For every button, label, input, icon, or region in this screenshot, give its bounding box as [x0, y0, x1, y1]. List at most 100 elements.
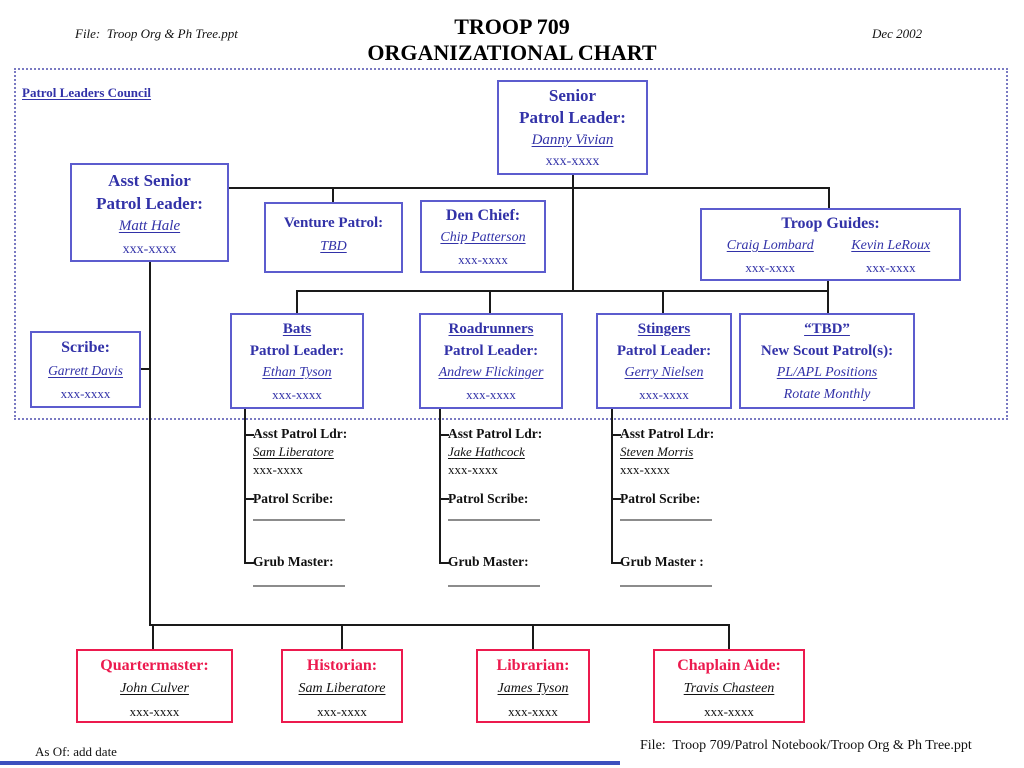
person-name: James Tyson: [497, 681, 569, 696]
person-name: Danny Vivian: [531, 132, 614, 148]
phone: xxx-xxxx: [122, 242, 177, 257]
connector: [532, 624, 534, 649]
patrol-leaders-council-region: [14, 68, 1008, 420]
phone: xxx-xxxx: [508, 704, 558, 719]
connector: [244, 409, 246, 564]
phone: xxx-xxxx: [272, 387, 322, 402]
chaplain-aide-box: Chaplain Aide: Travis Chasteen xxx-xxxx: [653, 649, 805, 723]
role-title: Scribe:: [61, 339, 110, 356]
role-title: New Scout Patrol(s):: [760, 343, 894, 359]
connector: [439, 498, 449, 500]
blank-fill-line: [253, 519, 345, 521]
phone: xxx-xxxx: [745, 260, 796, 275]
troop-guides-box: Troop Guides: Craig Lombard xxx-xxxx Kev…: [700, 208, 961, 281]
venture-patrol-box: Venture Patrol: TBD: [264, 202, 403, 273]
patrol-detail-column-stingers: Asst Patrol Ldr: Steven Morris xxx-xxxx …: [620, 423, 740, 598]
note: Rotate Monthly: [783, 387, 871, 402]
patrol-detail-column-roadrunners: Asst Patrol Ldr: Jake Hathcock xxx-xxxx …: [448, 423, 568, 598]
role-title: Patrol Leader:: [443, 343, 539, 359]
connector: [244, 434, 254, 436]
person-name: Sam Liberatore: [253, 444, 334, 459]
person-name: Matt Hale: [118, 218, 181, 234]
connector: [149, 624, 730, 626]
librarian-box: Librarian: James Tyson xxx-xxxx: [476, 649, 590, 723]
role-title: Historian:: [306, 657, 378, 674]
patrol-detail-column-bats: Asst Patrol Ldr: Sam Liberatore xxx-xxxx…: [253, 423, 373, 598]
role-title: Senior: [548, 86, 597, 105]
troop-guide-member: Kevin LeRoux xxx-xxxx: [831, 235, 952, 279]
connector: [439, 434, 449, 436]
role-title: Venture Patrol:: [283, 215, 384, 231]
phone: xxx-xxxx: [60, 386, 111, 401]
role-title: Patrol Leader:: [519, 108, 626, 127]
den-chief-box: Den Chief: Chip Patterson xxx-xxxx: [420, 200, 546, 273]
patrol-name: Bats: [282, 321, 312, 337]
asst-patrol-ldr-label: Asst Patrol Ldr:: [253, 426, 348, 441]
grub-master-label: Grub Master:: [448, 554, 529, 569]
connector: [662, 290, 664, 313]
person-name: TBD: [320, 239, 347, 254]
phone: xxx-xxxx: [448, 462, 498, 477]
connector: [611, 434, 621, 436]
person-name: Garrett Davis: [48, 363, 123, 378]
header-file-reference: File: Troop Org & Ph Tree.ppt: [75, 26, 238, 41]
connector: [572, 175, 574, 292]
blank-fill-line: [620, 519, 712, 521]
connector: [244, 562, 254, 564]
bottom-accent-bar: [0, 761, 620, 765]
connector: [611, 409, 613, 564]
role-title: Patrol Leader:: [249, 343, 345, 359]
person-name: Gerry Nielsen: [624, 365, 704, 380]
connector: [611, 562, 621, 564]
phone: xxx-xxxx: [620, 462, 670, 477]
troop-guide-member: Craig Lombard xxx-xxxx: [710, 235, 831, 279]
person-name: PL/APL Positions: [776, 365, 878, 380]
phone: xxx-xxxx: [704, 704, 754, 719]
person-name: Travis Chasteen: [683, 681, 775, 696]
patrol-box-roadrunners: Roadrunners Patrol Leader: Andrew Flicki…: [419, 313, 563, 409]
page-title-line2: ORGANIZATIONAL CHART: [367, 40, 657, 65]
phone: xxx-xxxx: [466, 387, 516, 402]
connector: [728, 624, 730, 649]
connector: [149, 262, 151, 625]
connector: [611, 498, 621, 500]
person-name: Steven Morris: [620, 444, 694, 459]
historian-box: Historian: Sam Liberatore xxx-xxxx: [281, 649, 403, 723]
connector: [341, 624, 343, 649]
patrol-box-stingers: Stingers Patrol Leader: Gerry Nielsen xx…: [596, 313, 732, 409]
blank-fill-line: [253, 585, 345, 587]
as-of-date-note: As Of: add date: [35, 744, 117, 759]
person-name: Kevin LeRoux: [851, 238, 931, 253]
connector: [439, 562, 449, 564]
footer-file-reference: File: Troop 709/Patrol Notebook/Troop Or…: [640, 738, 972, 753]
page-title-line1: TROOP 709: [454, 14, 570, 39]
patrol-name: “TBD”: [804, 321, 850, 337]
scribe-box: Scribe: Garrett Davis xxx-xxxx: [30, 331, 141, 408]
role-title: Patrol Leader:: [96, 194, 203, 213]
grub-master-label: Grub Master:: [253, 554, 334, 569]
connector: [332, 187, 334, 202]
connector: [296, 290, 298, 313]
connector: [296, 290, 829, 292]
connector: [827, 281, 829, 313]
header-date: Dec 2002: [872, 26, 923, 41]
patrol-name: Stingers: [637, 321, 691, 337]
connector: [439, 409, 441, 564]
connector: [244, 498, 254, 500]
person-name: Sam Liberatore: [298, 681, 386, 696]
connector: [229, 187, 830, 189]
patrol-box-bats: Bats Patrol Leader: Ethan Tyson xxx-xxxx: [230, 313, 364, 409]
patrol-box-new-scout-tbd: “TBD” New Scout Patrol(s): PL/APL Positi…: [739, 313, 915, 409]
person-name: Ethan Tyson: [262, 365, 332, 380]
blank-fill-line: [448, 585, 540, 587]
page-title: TROOP 709 ORGANIZATIONAL CHART: [0, 14, 1024, 66]
role-title: Troop Guides:: [781, 215, 880, 232]
blank-fill-line: [620, 585, 712, 587]
role-title: Den Chief:: [445, 207, 521, 224]
senior-patrol-leader-box: Senior Patrol Leader: Danny Vivian xxx-x…: [497, 80, 648, 175]
phone: xxx-xxxx: [129, 704, 180, 719]
person-name: Chip Patterson: [440, 230, 526, 245]
person-name: Craig Lombard: [726, 238, 814, 253]
connector: [152, 624, 154, 649]
